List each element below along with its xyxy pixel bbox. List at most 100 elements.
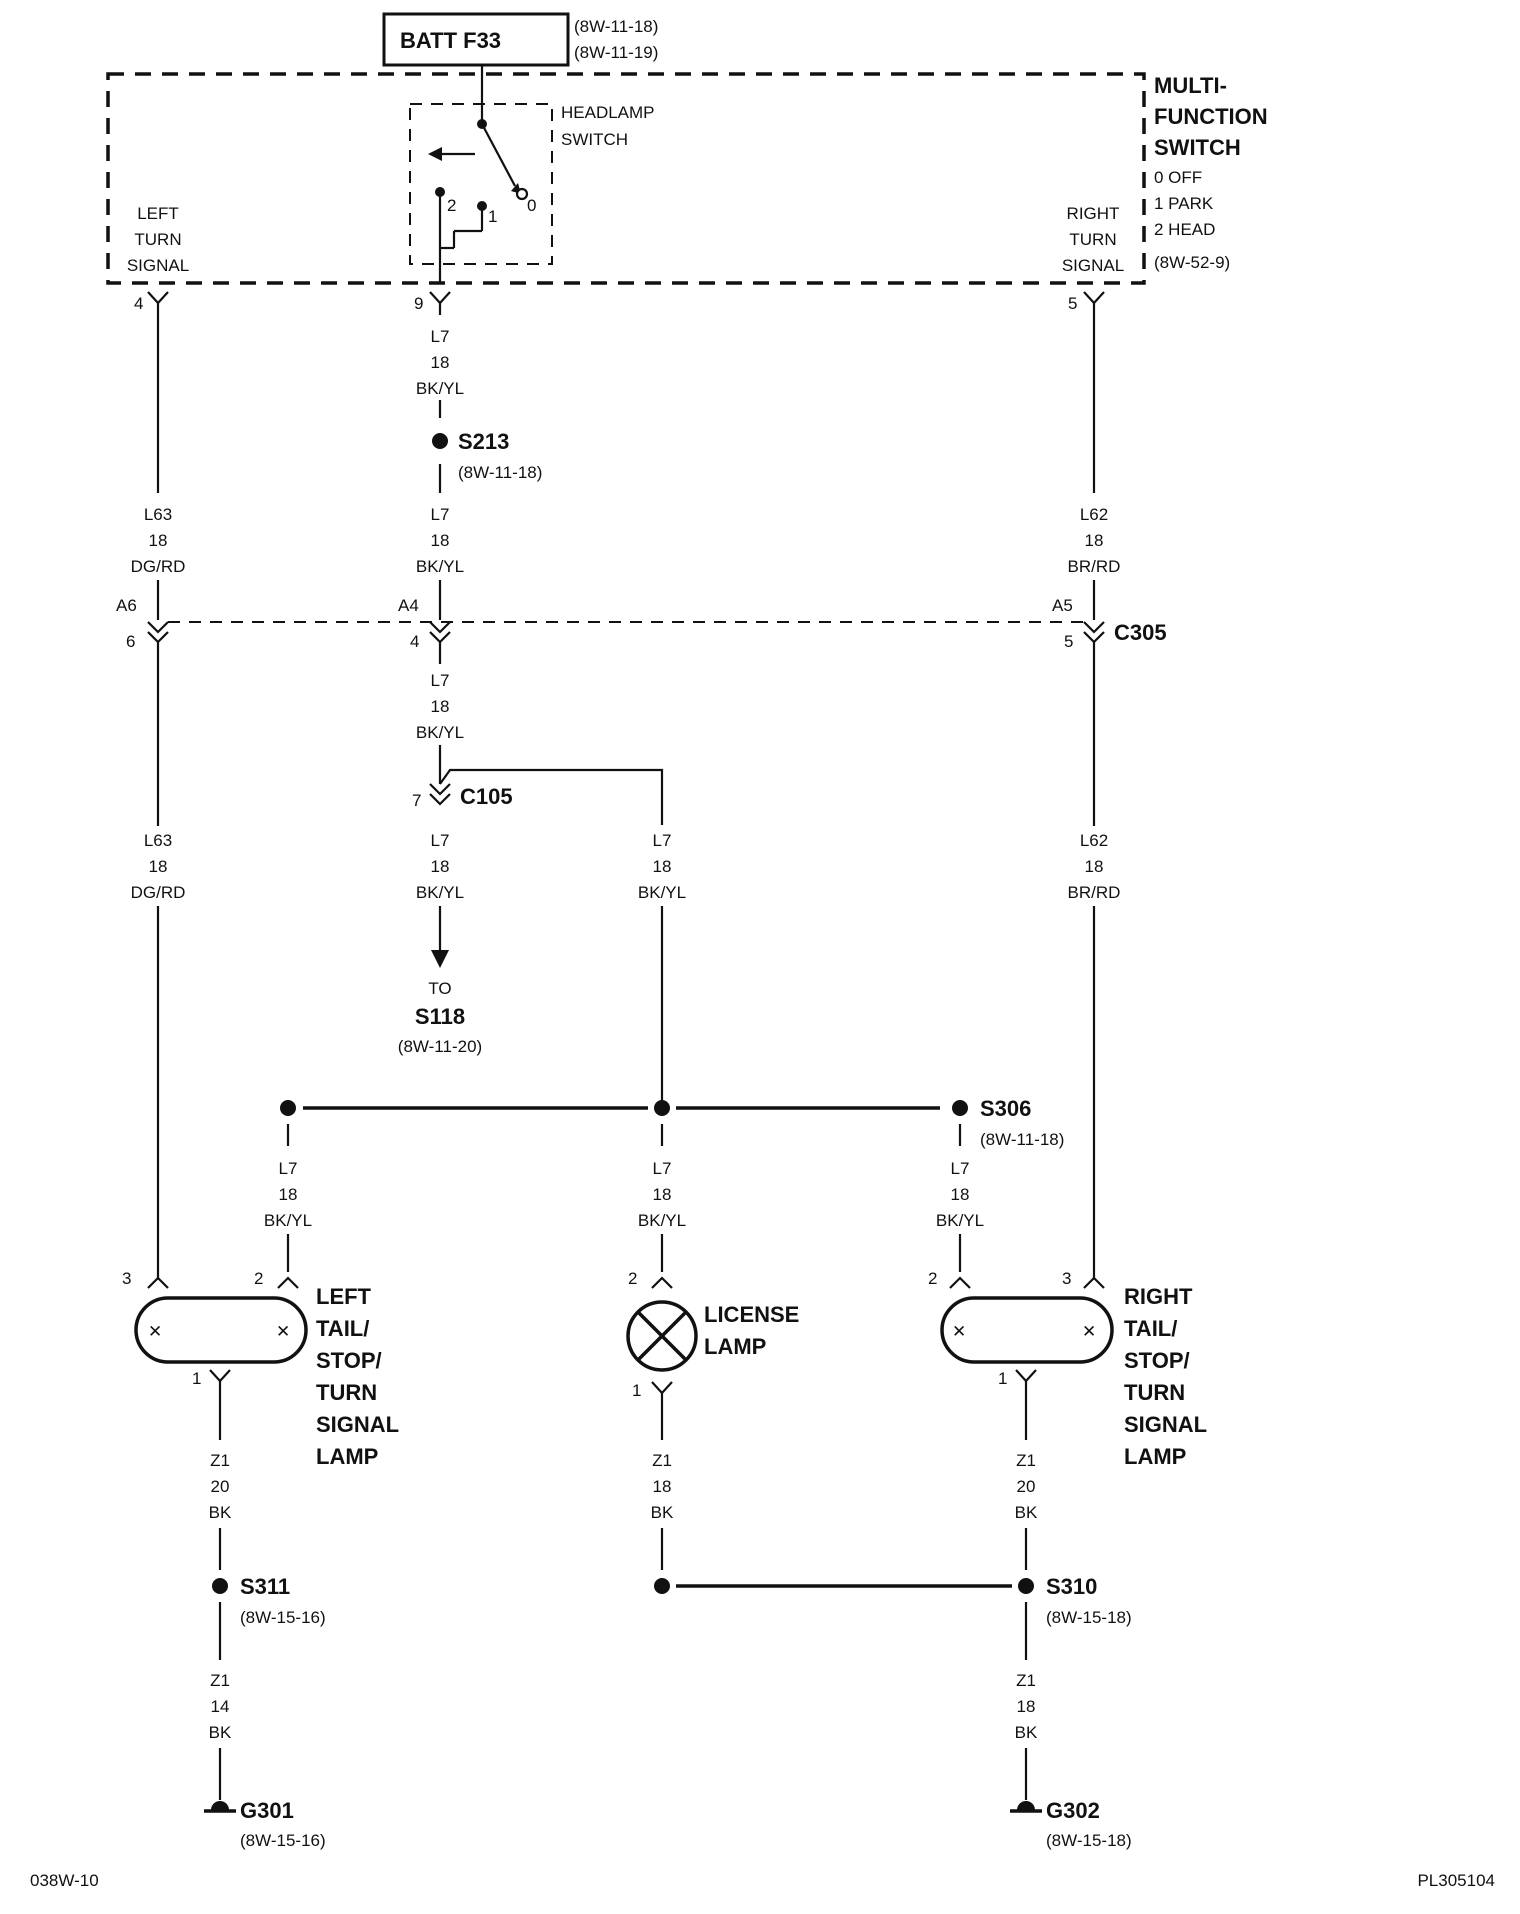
svg-text:L7: L7 — [431, 831, 450, 850]
svg-text:A6: A6 — [116, 596, 137, 615]
mfs-pin-left: 4 — [134, 291, 169, 313]
wire-label-w5: L7 18 BK/YL — [416, 671, 464, 742]
headlamp-label-1: HEADLAMP — [561, 103, 655, 122]
wire-label-w10: L7 18 BK/YL — [264, 1159, 312, 1230]
svg-text:BK: BK — [651, 1503, 674, 1522]
svg-text:20: 20 — [211, 1477, 230, 1496]
svg-text:4: 4 — [410, 632, 419, 651]
wire-label-w16: Z1 14 BK — [209, 1671, 232, 1742]
mfs-pos-1: 1 PARK — [1154, 194, 1214, 213]
right-turn-label-2: TURN — [1069, 230, 1116, 249]
wire-label-w3: L63 18 DG/RD — [131, 505, 186, 576]
svg-text:2: 2 — [928, 1269, 937, 1288]
batt-f33-fuse: BATT F33 (8W-11-18) (8W-11-19) — [382, 12, 658, 67]
svg-text:18: 18 — [1017, 1697, 1036, 1716]
svg-text:TAIL/: TAIL/ — [316, 1316, 369, 1341]
svg-text:SIGNAL: SIGNAL — [1124, 1412, 1207, 1437]
headlamp-switch: HEADLAMP SWITCH 2 1 0 — [409, 65, 655, 282]
svg-text:Z1: Z1 — [210, 1451, 230, 1470]
svg-text:TAIL/: TAIL/ — [1124, 1316, 1177, 1341]
svg-text:18: 18 — [149, 531, 168, 550]
svg-text:20: 20 — [1017, 1477, 1036, 1496]
svg-text:3: 3 — [122, 1269, 131, 1288]
svg-text:Z1: Z1 — [210, 1671, 230, 1690]
left-tail-lamp: 3 2 ✕ ✕ 1 LEFT TAIL/ STOP/ TURN SIGNAL L… — [122, 1269, 399, 1469]
s306-label: S306 — [980, 1096, 1031, 1121]
svg-text:STOP/: STOP/ — [316, 1348, 382, 1373]
batt-ref-2: (8W-11-19) — [574, 43, 658, 62]
wire-label-w9: L7 18 BK/YL — [638, 831, 686, 902]
svg-text:L7: L7 — [951, 1159, 970, 1178]
mfs-pos-2: 2 HEAD — [1154, 220, 1215, 239]
splice-s311: S311 (8W-15-16) — [212, 1574, 326, 1627]
svg-text:BK: BK — [1015, 1503, 1038, 1522]
g301-label: G301 — [240, 1798, 294, 1823]
license-lamp: 2 1 LICENSE LAMP — [626, 1269, 799, 1400]
wire-label-w7: L62 18 BR/RD — [1068, 831, 1121, 902]
svg-text:✕: ✕ — [276, 1322, 290, 1341]
mfs-boundary — [106, 72, 1146, 285]
s118-label: S118 — [415, 1004, 465, 1029]
svg-text:BR/RD: BR/RD — [1068, 557, 1121, 576]
to-s118: TO S118 (8W-11-20) — [398, 906, 482, 1056]
splice-s213: S213 (8W-11-18) — [432, 429, 542, 482]
svg-text:18: 18 — [149, 857, 168, 876]
svg-text:A4: A4 — [398, 596, 419, 615]
wire-label-w12: L7 18 BK/YL — [936, 1159, 984, 1230]
svg-text:18: 18 — [1085, 857, 1104, 876]
svg-text:L63: L63 — [144, 831, 172, 850]
svg-text:BR/RD: BR/RD — [1068, 883, 1121, 902]
right-turn-label-1: RIGHT — [1067, 204, 1120, 223]
svg-text:✕: ✕ — [148, 1322, 162, 1341]
footer-left-code: 038W-10 — [30, 1871, 99, 1890]
svg-text:18: 18 — [431, 531, 450, 550]
c105-label: C105 — [460, 784, 513, 809]
svg-text:18: 18 — [951, 1185, 970, 1204]
svg-text:18: 18 — [1085, 531, 1104, 550]
svg-text:6: 6 — [126, 632, 135, 651]
s310-label: S310 — [1046, 1574, 1097, 1599]
svg-text:L62: L62 — [1080, 831, 1108, 850]
svg-text:BK/YL: BK/YL — [416, 379, 464, 398]
s213-ref: (8W-11-18) — [458, 463, 542, 482]
svg-text:A5: A5 — [1052, 596, 1073, 615]
s311-ref: (8W-15-16) — [240, 1608, 326, 1627]
svg-text:DG/RD: DG/RD — [131, 883, 186, 902]
svg-text:1: 1 — [632, 1381, 641, 1400]
svg-text:BK/YL: BK/YL — [638, 883, 686, 902]
batt-f33-label: BATT F33 — [400, 28, 501, 53]
right-turn-label-3: SIGNAL — [1062, 256, 1124, 275]
splice-s306: S306 (8W-11-18) — [280, 1096, 1064, 1149]
svg-text:TURN: TURN — [316, 1380, 377, 1405]
mfs-pin-center: 9 — [414, 291, 451, 313]
svg-text:L7: L7 — [431, 671, 450, 690]
svg-text:L7: L7 — [653, 831, 672, 850]
wire-label-w17: Z1 18 BK — [1015, 1671, 1038, 1742]
svg-text:9: 9 — [414, 294, 423, 313]
svg-text:BK: BK — [1015, 1723, 1038, 1742]
svg-text:L62: L62 — [1080, 505, 1108, 524]
svg-text:TURN: TURN — [1124, 1380, 1185, 1405]
svg-text:BK/YL: BK/YL — [264, 1211, 312, 1230]
switch-pos-0-label: 0 — [527, 196, 536, 215]
svg-text:TO: TO — [428, 979, 451, 998]
svg-text:14: 14 — [211, 1697, 230, 1716]
svg-text:5: 5 — [1064, 632, 1073, 651]
svg-text:18: 18 — [431, 697, 450, 716]
svg-text:BK/YL: BK/YL — [638, 1211, 686, 1230]
svg-text:L7: L7 — [653, 1159, 672, 1178]
svg-text:STOP/: STOP/ — [1124, 1348, 1190, 1373]
svg-text:18: 18 — [431, 353, 450, 372]
svg-text:RIGHT: RIGHT — [1124, 1284, 1193, 1309]
wire-label-w6: L63 18 DG/RD — [131, 831, 186, 902]
s310-ref: (8W-15-18) — [1046, 1608, 1132, 1627]
svg-text:L7: L7 — [431, 327, 450, 346]
mfs-title-2: FUNCTION — [1154, 104, 1268, 129]
wire-label-w14: Z1 18 BK — [651, 1451, 674, 1522]
svg-text:1: 1 — [192, 1369, 201, 1388]
svg-text:2: 2 — [628, 1269, 637, 1288]
g301-ref: (8W-15-16) — [240, 1831, 326, 1850]
svg-text:Z1: Z1 — [1016, 1671, 1036, 1690]
mfs-title-1: MULTI- — [1154, 73, 1227, 98]
